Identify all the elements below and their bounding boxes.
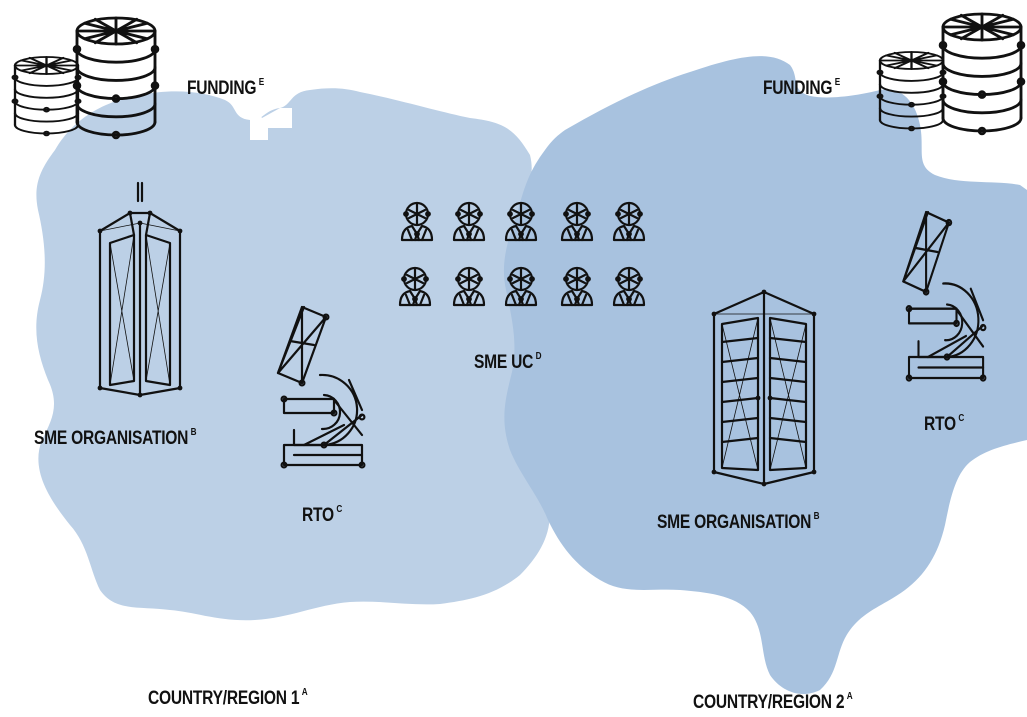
rto-label-text: RTO [924,414,956,435]
rto-footnote-marker: C [336,504,343,515]
sme-uc-footnote-marker: D [535,351,542,362]
region-label-text: COUNTRY/REGION 1 [148,688,300,709]
sme-organisation-footnote-marker: B [190,427,197,438]
region-footnote-marker: A [301,687,308,698]
region-label-text: COUNTRY/REGION 2 [693,692,845,713]
sme-organisation-label-text: SME ORGANISATION [34,428,189,449]
office-building-icon [97,181,183,398]
sme-organisation-label-text: SME ORGANISATION [657,512,812,533]
coins-stack-icon-right [876,12,1026,136]
tower-building-icon [711,289,817,487]
rto-label-text: RTO [302,505,334,526]
funding-label-text: FUNDING [187,78,257,99]
rto-footnote-marker: C [958,413,965,424]
funding-footnote-marker: E [834,77,840,88]
funding-label-text: FUNDING [763,78,833,99]
funding-footnote-marker: E [258,77,264,88]
sme-uc-label-text: SME UC [474,352,534,373]
region-2-shape [503,56,1027,694]
region-1-notch [250,98,292,140]
region-footnote-marker: A [846,691,853,702]
sme-organisation-footnote-marker: B [813,511,820,522]
